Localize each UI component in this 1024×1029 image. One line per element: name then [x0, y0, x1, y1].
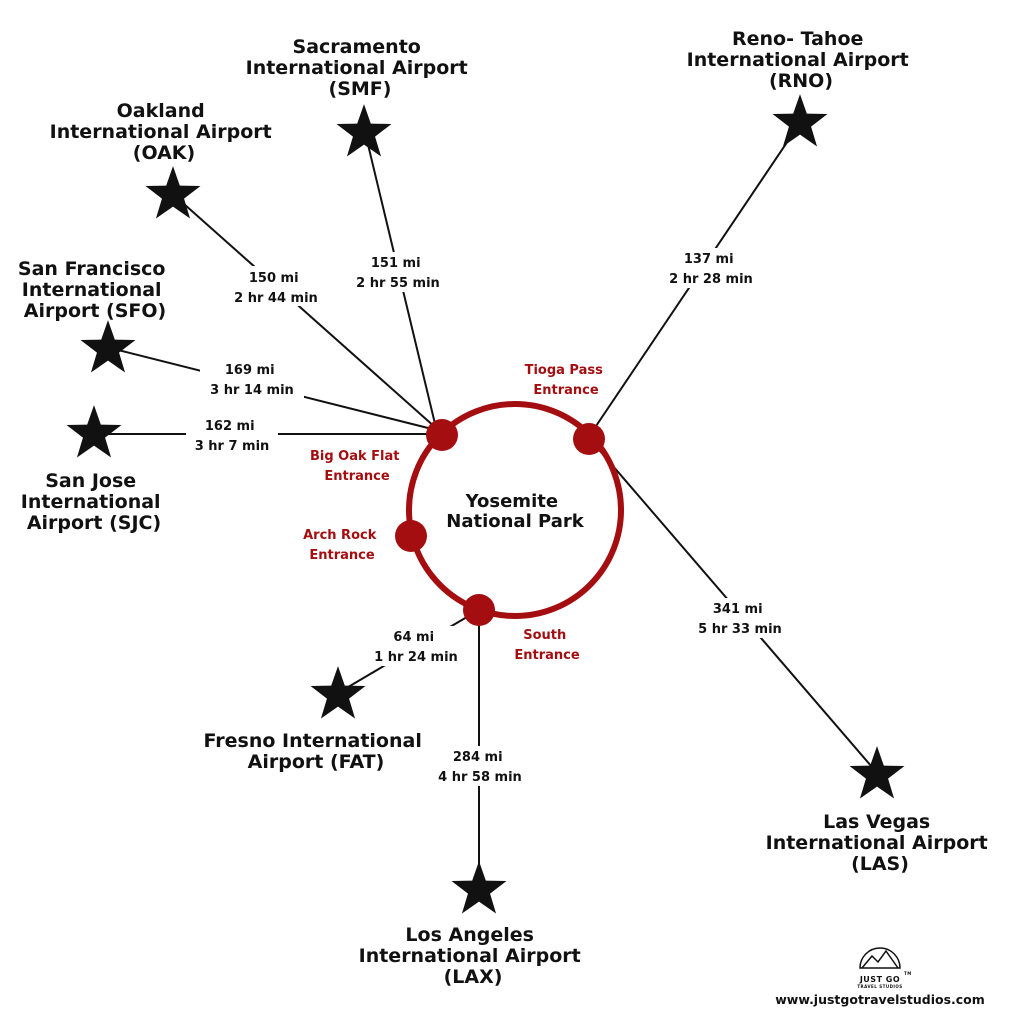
entrance-label-south: South Entrance	[514, 628, 579, 663]
distance-label-lax: 284 mi 4 hr 58 min	[438, 750, 522, 785]
star-icon	[80, 320, 136, 373]
airport-name-sfo: San Francisco International Airport (SFO…	[18, 258, 172, 322]
entrance-dot-arch-rock	[395, 520, 427, 552]
route-line-oak	[174, 195, 437, 429]
label-bg-sfo	[200, 358, 304, 398]
label-bg-las	[688, 598, 792, 638]
entrance-dot-south	[463, 594, 495, 626]
website-url: www.justgotravelstudios.com	[775, 992, 985, 1007]
entrance-label-tioga: Tioga Pass Entrance	[525, 363, 608, 398]
distance-label-fat: 64 mi 1 hr 24 min	[374, 630, 458, 665]
park-boundary-ring	[406, 401, 624, 619]
airport-name-fat: Fresno International Airport (FAT)	[204, 730, 429, 773]
airport-name-las: Las Vegas International Airport (LAS)	[766, 811, 995, 875]
star-icon	[451, 861, 507, 914]
label-bg-rno	[662, 248, 760, 288]
park-name: Yosemite National Park	[446, 491, 584, 532]
entrance-label-big-oak-flat: Big Oak Flat Entrance	[310, 449, 404, 484]
distance-label-sjc: 162 mi 3 hr 7 min	[195, 419, 270, 454]
star-icon	[849, 746, 905, 799]
star-icon	[336, 104, 392, 157]
label-bg-oak	[226, 266, 326, 306]
distance-label-las: 341 mi 5 hr 33 min	[698, 602, 782, 637]
entrance-label-arch-rock: Arch Rock Entrance	[303, 528, 381, 563]
distance-label-smf: 151 mi 2 hr 55 min	[356, 256, 440, 291]
logo-subtext: TRAVEL STUDIOS	[857, 984, 902, 989]
airport-name-lax: Los Angeles International Airport (LAX)	[359, 924, 588, 988]
label-bg-sjc	[186, 414, 278, 454]
star-icon	[772, 94, 828, 147]
entrance-dot-tioga	[573, 423, 605, 455]
star-icon	[66, 405, 122, 458]
mountain-peaks	[861, 949, 899, 969]
just-go-logo: JUST GO TRAVEL STUDIOS TM	[857, 947, 912, 989]
label-bg-smf	[350, 252, 446, 292]
airport-name-oak: Oakland International Airport (OAK)	[50, 100, 279, 164]
label-bg-fat	[366, 626, 466, 666]
distance-label-oak: 150 mi 2 hr 44 min	[234, 271, 318, 306]
distance-label-sfo: 169 mi 3 hr 14 min	[210, 363, 294, 398]
airport-name-smf: Sacramento International Airport (SMF)	[246, 36, 475, 100]
distance-label-rno: 137 mi 2 hr 28 min	[669, 252, 753, 287]
trademark: TM	[904, 971, 912, 976]
airport-name-rno: Reno- Tahoe International Airport (RNO)	[687, 28, 916, 92]
star-icon	[310, 666, 366, 719]
label-backgrounds	[186, 248, 792, 786]
logo-text: JUST GO	[859, 975, 900, 984]
airport-name-sjc: San Jose International Airport (SJC)	[21, 470, 167, 534]
entrance-dot-big-oak-flat	[426, 419, 458, 451]
label-bg-lax	[428, 746, 532, 786]
